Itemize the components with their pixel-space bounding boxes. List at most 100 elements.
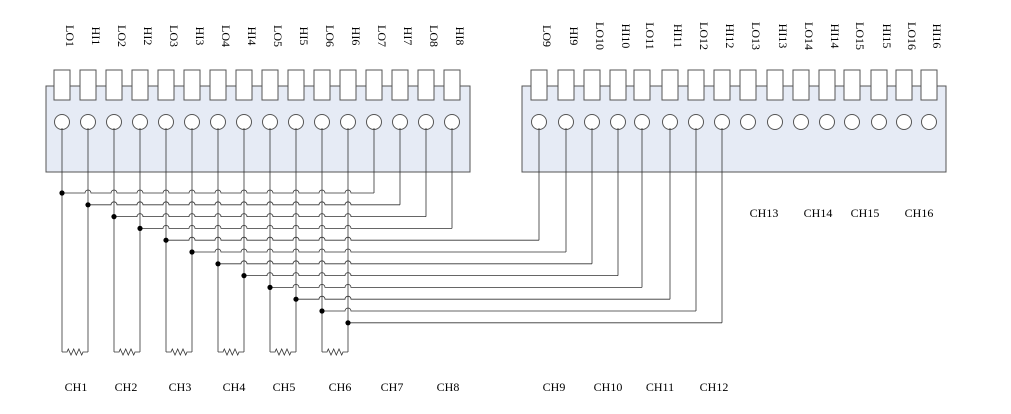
terminal-pin — [713, 69, 731, 101]
terminal-pin — [261, 69, 279, 101]
terminal-screw — [793, 114, 809, 130]
junction-dot — [59, 190, 65, 196]
terminal-screw — [634, 114, 650, 130]
terminal-pin — [661, 69, 679, 101]
junction-dot — [111, 214, 117, 220]
wires — [59, 128, 723, 356]
resistor — [218, 348, 244, 356]
terminal-screw — [531, 114, 547, 130]
terminal-pin — [792, 69, 810, 101]
terminal-label: LO1 — [63, 25, 77, 47]
terminal-screw — [106, 114, 122, 130]
terminal-label: LO11 — [643, 22, 657, 50]
terminal-label: HI13 — [776, 24, 790, 49]
terminal-screw — [610, 114, 626, 130]
terminal-label: LO3 — [167, 25, 181, 47]
terminal-pin — [157, 69, 175, 101]
resistor — [322, 348, 348, 356]
terminal-screw — [662, 114, 678, 130]
terminal-screw — [714, 114, 730, 130]
terminal-screw — [740, 114, 756, 130]
terminal-label: HI4 — [245, 27, 259, 46]
terminal-pin — [895, 69, 913, 101]
terminal-pin — [365, 69, 383, 101]
terminal-label: HI12 — [723, 24, 737, 49]
junction-dot — [241, 273, 247, 279]
terminal-label: HI9 — [567, 27, 581, 46]
terminal-label: HI5 — [297, 27, 311, 46]
terminal-screw — [584, 114, 600, 130]
terminal-screw — [314, 114, 330, 130]
terminal-screw — [236, 114, 252, 130]
resistor — [62, 348, 88, 356]
terminal-label: HI15 — [880, 24, 894, 49]
junction-dot — [267, 284, 273, 290]
junction-dot — [215, 261, 221, 267]
junction-dot — [137, 225, 143, 231]
terminal-label: LO12 — [697, 22, 711, 50]
channel-label-unused: CH16 — [905, 206, 934, 220]
terminal-pin — [313, 69, 331, 101]
junction-dot — [319, 308, 325, 314]
wire-bus — [218, 260, 592, 265]
terminal-pin — [766, 69, 784, 101]
terminal-screw — [210, 114, 226, 130]
terminal-label: LO9 — [540, 25, 554, 47]
channel-label: CH9 — [543, 380, 566, 394]
terminal-screw — [184, 114, 200, 130]
wire-bus — [270, 284, 642, 288]
channel-label: CH10 — [594, 380, 623, 394]
wire-bus — [62, 189, 374, 194]
junction-dot — [163, 237, 169, 243]
channel-label: CH4 — [223, 380, 246, 394]
resistor — [270, 348, 296, 356]
terminal-pin — [391, 69, 409, 101]
terminal-label: LO13 — [749, 22, 763, 50]
terminal-label: HI3 — [193, 27, 207, 46]
terminal-screw — [340, 114, 356, 130]
terminal-screw — [262, 114, 278, 130]
channel-label: CH11 — [646, 380, 674, 394]
terminal-pin — [339, 69, 357, 101]
terminal-pin — [209, 69, 227, 101]
terminal-label: LO10 — [593, 22, 607, 50]
terminal-screw — [558, 114, 574, 130]
channel-label: CH7 — [381, 380, 404, 394]
terminal-label: LO5 — [271, 25, 285, 47]
terminal-label: LO16 — [905, 22, 919, 50]
terminal-pin — [443, 69, 461, 101]
terminal-screw — [444, 114, 460, 130]
wire-bus — [192, 248, 566, 253]
terminal-screw — [288, 114, 304, 130]
channel-label: CH5 — [273, 380, 296, 394]
wire-bus — [88, 201, 400, 206]
channel-label: CH1 — [65, 380, 88, 394]
terminal-pin — [843, 69, 861, 101]
terminal-pin — [609, 69, 627, 101]
terminal-label: LO4 — [219, 25, 233, 47]
terminal-label: HI1 — [89, 27, 103, 46]
terminal-label: LO14 — [802, 22, 816, 50]
terminal-screw — [819, 114, 835, 130]
terminal-pin — [557, 69, 575, 101]
channel-label: CH8 — [437, 380, 460, 394]
channel-label-unused: CH13 — [750, 206, 779, 220]
terminal-label: LO15 — [853, 22, 867, 50]
wire-bus — [244, 272, 618, 276]
channel-label-unused: CH14 — [804, 206, 833, 220]
terminal-screw — [132, 114, 148, 130]
channel-label: CH6 — [329, 380, 352, 394]
terminal-screw — [871, 114, 887, 130]
terminal-pin — [79, 69, 97, 101]
resistor — [166, 348, 192, 356]
terminal-label: HI2 — [141, 27, 155, 46]
terminal-pin — [131, 69, 149, 101]
terminal-screw — [921, 114, 937, 130]
resistor — [114, 348, 140, 356]
terminal-label: HI7 — [401, 27, 415, 46]
terminal-pin — [583, 69, 601, 101]
junction-dot — [293, 296, 299, 302]
terminal-screw — [767, 114, 783, 130]
terminal-pin — [105, 69, 123, 101]
wire-bus — [140, 225, 452, 229]
